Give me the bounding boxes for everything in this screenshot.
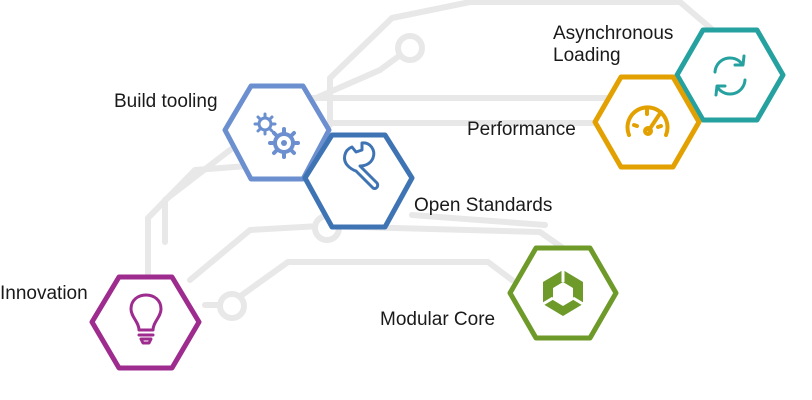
- label-line: Loading: [553, 45, 621, 66]
- gears-icon: [253, 112, 300, 159]
- hexagon-innovation: [89, 274, 202, 371]
- label-line: Modular Core: [380, 309, 496, 330]
- circuit-trace: [202, 259, 515, 308]
- hexagon-build-tooling-outline: [222, 83, 332, 182]
- modules-icon-cutout: [553, 282, 573, 306]
- lightbulb-icon: [129, 293, 163, 345]
- circuit-node: [395, 33, 425, 63]
- label-line: Build tooling: [114, 91, 218, 112]
- circuit-trace: [409, 212, 548, 228]
- hexagon-open-standards-outline: [302, 132, 415, 230]
- circuit-node: [217, 291, 247, 321]
- circuit-traces: [145, 0, 745, 321]
- speedometer-icon: [625, 105, 670, 137]
- node-label-open-standards: Open Standards: [414, 195, 552, 217]
- label-line: Asynchronous: [553, 23, 674, 44]
- label-line: Performance: [467, 119, 576, 140]
- hexagon-asynchronous-loading-outline: [674, 27, 786, 123]
- hexagon-innovation-outline: [89, 274, 202, 371]
- node-label-modular-core: Modular Core: [380, 309, 495, 331]
- node-label-innovation: Innovation: [0, 283, 88, 305]
- circuit-trace: [187, 223, 323, 283]
- hexagon-open-standards: [302, 132, 415, 230]
- circuit-trace: [327, 0, 745, 128]
- label-line: Innovation: [0, 283, 88, 304]
- modules-icon: [542, 270, 584, 316]
- label-line: Open Standards: [414, 195, 553, 216]
- refresh-icon: [713, 54, 747, 97]
- node-label-asynchronous-loading: Asynchronous Loading: [553, 23, 673, 67]
- hexagon-build-tooling: [222, 83, 332, 182]
- node-label-performance: Performance: [467, 119, 576, 141]
- wrench-icon: [343, 141, 380, 190]
- circuit-trace: [145, 162, 263, 283]
- hexagon-performance-outline: [592, 74, 702, 170]
- hexagon-performance: [592, 74, 702, 170]
- hexagon-asynchronous-loading: [674, 27, 786, 123]
- node-label-build-tooling: Build tooling: [114, 91, 218, 113]
